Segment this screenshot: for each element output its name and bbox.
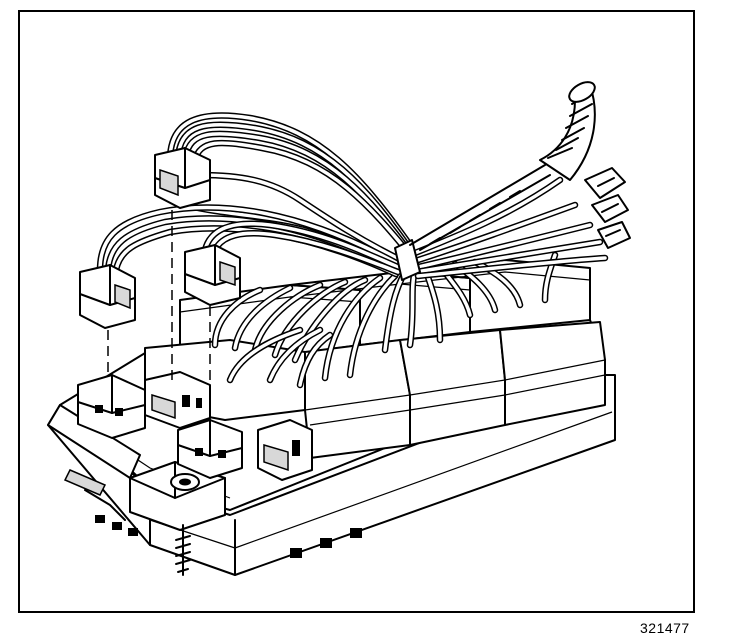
base-slot [112, 522, 122, 530]
end-panel [47, 404, 141, 521]
harness-clamp [394, 239, 421, 281]
alignment-lines [107, 210, 211, 422]
corrugated-conduit-upper [409, 81, 596, 251]
relay-module-row-front [144, 321, 606, 459]
connector-top [154, 147, 211, 209]
socket-left [77, 374, 146, 439]
connector-left [79, 264, 136, 329]
conduit-right-lower [584, 167, 631, 249]
base-slot [290, 548, 302, 558]
base-slot [128, 528, 138, 536]
mounting-bolt [175, 524, 191, 576]
mounting-bracket [129, 461, 226, 531]
figure-reference-number: 321477 [640, 620, 690, 636]
socket-middle [144, 371, 211, 429]
base-slot [320, 538, 332, 548]
base-slot [95, 515, 105, 523]
wire-harness-right [406, 176, 609, 280]
connector-center [184, 244, 241, 306]
base-slot [350, 528, 362, 538]
socket-right [257, 419, 313, 481]
wire-harness-upper [96, 112, 420, 278]
socket-front [177, 419, 243, 479]
